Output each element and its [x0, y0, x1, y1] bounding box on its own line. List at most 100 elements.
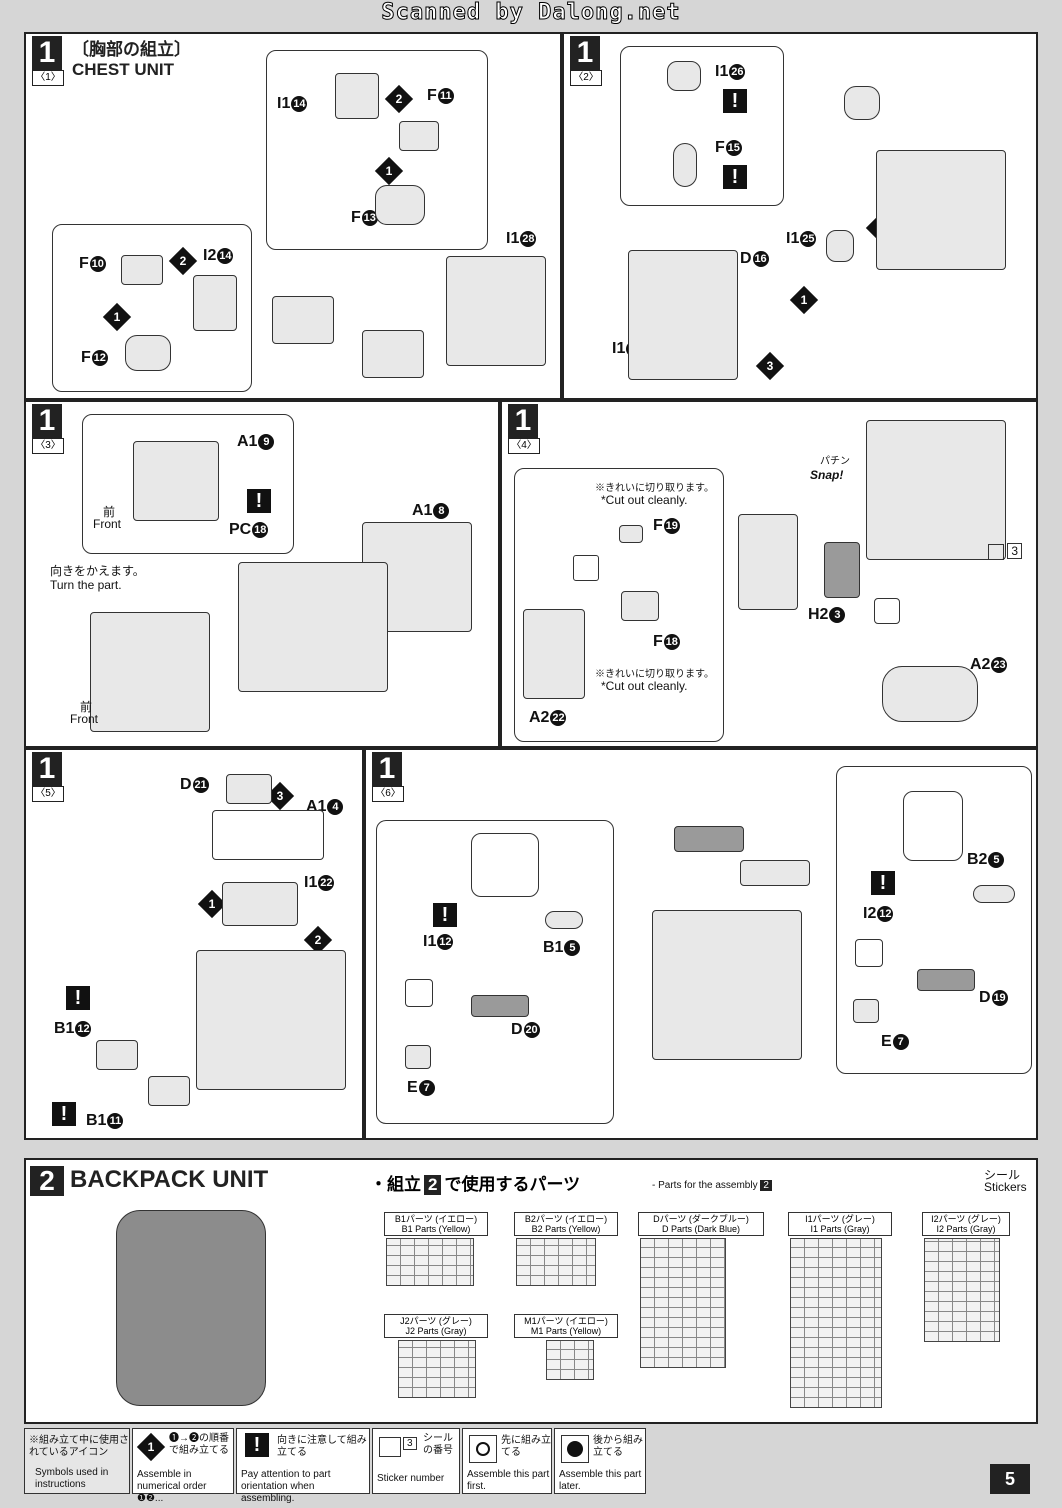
- orientation-warning-icon: !: [433, 903, 457, 927]
- runner-i2: [924, 1238, 1000, 1342]
- turn-note: 向きをかえます。: [50, 564, 145, 578]
- part-shape: [96, 1040, 138, 1070]
- runner-label-b2: B2パーツ (イエロー)B2 Parts (Yellow): [514, 1212, 618, 1236]
- runner-label-m1: M1パーツ (イエロー)M1 Parts (Yellow): [514, 1314, 618, 1338]
- part-shape: [824, 542, 860, 598]
- part-shape: [125, 335, 171, 371]
- step-number: 1: [570, 36, 600, 70]
- runner-i1: [790, 1238, 882, 1408]
- orientation-warning-icon: !: [723, 89, 747, 113]
- step-number: 1: [32, 404, 62, 438]
- part-shape: [738, 514, 798, 610]
- part-shape: [193, 275, 237, 331]
- orientation-warning-icon: !: [245, 1433, 269, 1457]
- part-shape: [882, 666, 978, 722]
- part-shape: [667, 61, 701, 91]
- backpack-frame-shape: [876, 150, 1006, 270]
- substep-label: 〈3〉: [32, 438, 64, 454]
- step-number: 1: [508, 404, 538, 438]
- part-shape: [335, 73, 379, 119]
- part-shape: [121, 255, 163, 285]
- substep-label: 〈2〉: [570, 70, 602, 86]
- front-label-en: Front: [70, 712, 99, 726]
- part-shape: [133, 441, 219, 521]
- substep-label: 〈6〉: [372, 786, 404, 802]
- backpack-body-shape: [652, 910, 802, 1060]
- part-shape: [740, 860, 810, 886]
- snap-label-jp: パチン: [820, 456, 850, 467]
- assemble-later-icon: [874, 598, 900, 624]
- part-shape: [375, 185, 425, 225]
- part-shape: [471, 995, 529, 1017]
- runner-label-b1: B1パーツ (イエロー)B1 Parts (Yellow): [384, 1212, 488, 1236]
- legend-assemble-first: 先に組み立てる Assemble this part first.: [462, 1428, 552, 1494]
- chest-unit-shape: [238, 562, 388, 692]
- assemble-later-icon: [855, 939, 883, 967]
- assemble-first-icon: [573, 555, 599, 581]
- parts-heading-en: - Parts for the assembly 2: [652, 1180, 772, 1191]
- cut-note-en: *Cut out cleanly.: [601, 493, 688, 507]
- substep-label: 〈5〉: [32, 786, 64, 802]
- page-number: 5: [990, 1464, 1030, 1494]
- snap-label: Snap!: [810, 468, 844, 482]
- assemble-later-icon: [405, 979, 433, 1007]
- part-shape: [405, 1045, 431, 1069]
- part-shape: [545, 911, 583, 929]
- front-label: 前: [103, 505, 116, 519]
- part-shape: [523, 609, 585, 699]
- part-shape: [621, 591, 659, 621]
- runner-m1: [546, 1340, 594, 1380]
- orientation-warning-icon: !: [871, 871, 895, 895]
- cut-note: ※きれいに切り取ります。: [595, 483, 714, 494]
- part-shape: [826, 230, 854, 262]
- orientation-warning-icon: !: [723, 165, 747, 189]
- turn-note-en: Turn the part.: [50, 578, 122, 592]
- runner-label-i1: I1パーツ (グレー)I1 Parts (Gray): [788, 1212, 892, 1236]
- part-shape: [148, 1076, 190, 1106]
- step-number: 1: [372, 752, 402, 786]
- legend-orientation: ! 向きに注意して組み立てる Pay attention to part ori…: [236, 1428, 370, 1504]
- assemble-first-icon: [469, 1435, 497, 1463]
- runner-b2: [516, 1238, 596, 1286]
- sequence-icon: 1: [136, 1432, 166, 1462]
- part-shape: [673, 143, 697, 187]
- sequence-2-icon: 2: [168, 246, 198, 276]
- step-number: 1: [32, 36, 62, 70]
- legend-assemble-later: 後から組み立てる Assemble this part later.: [554, 1428, 646, 1494]
- cut-note-en: *Cut out cleanly.: [601, 679, 688, 693]
- runner-label-i2: I2パーツ (グレー)I2 Parts (Gray): [922, 1212, 1010, 1236]
- part-shape: [674, 826, 744, 852]
- part-shape: [222, 882, 298, 926]
- part-shape: [362, 330, 424, 378]
- backpack-body-shape: [196, 950, 346, 1090]
- sequence-1-icon: 1: [374, 156, 404, 186]
